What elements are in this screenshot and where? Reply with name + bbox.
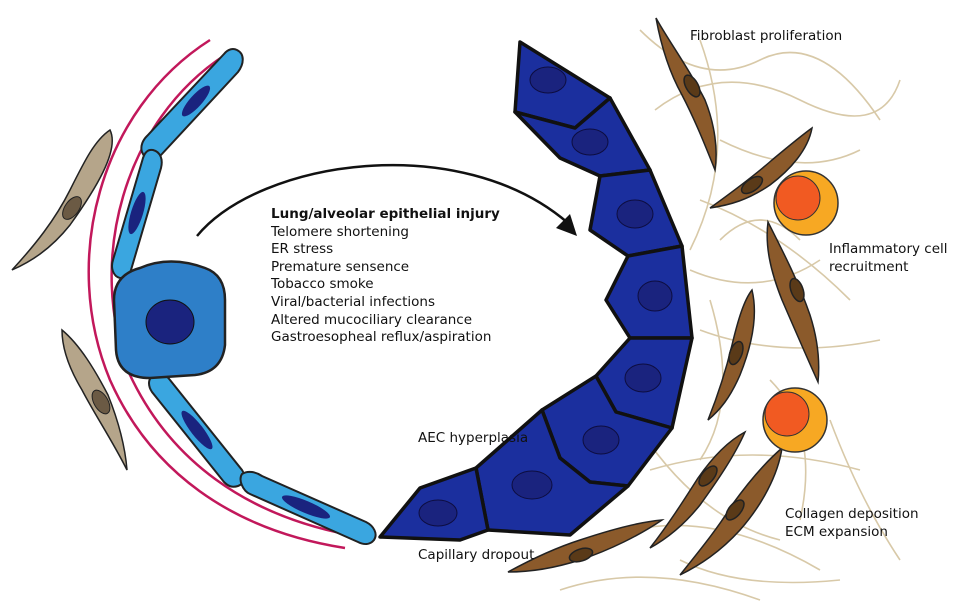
injury-item: Premature sensence — [271, 259, 500, 277]
inflammatory-label-line2: recruitment — [829, 259, 948, 277]
inflammatory-cell-2 — [763, 388, 827, 452]
injury-factor-list: Lung/alveolar epithelial injury Telomere… — [271, 206, 500, 347]
injury-item: Tobacco smoke — [271, 276, 500, 294]
hyperplastic-cell-3 — [590, 170, 682, 256]
hyperplastic-cell-4 — [606, 246, 692, 338]
collagen-ecm-label: Collagen deposition ECM expansion — [785, 506, 919, 541]
fibroblast-proliferation-label: Fibroblast proliferation — [690, 28, 842, 46]
injury-item: ER stress — [271, 241, 500, 259]
type2-aec-cell — [114, 262, 225, 379]
injury-item: Altered mucociliary clearance — [271, 312, 500, 330]
injury-list-heading: Lung/alveolar epithelial injury — [271, 206, 500, 224]
type1-cell-top — [141, 49, 242, 159]
type1-cell-bottom — [241, 472, 376, 544]
inflammatory-cell-1 — [774, 171, 838, 235]
inflammatory-label-line1: Inflammatory cell — [829, 241, 948, 259]
hyperplastic-cell-8 — [380, 468, 488, 540]
capillary-dropout-label: Capillary dropout — [418, 547, 534, 565]
aec-hyperplasia-label: AEC hyperplasia — [418, 430, 528, 448]
collagen-label-line1: Collagen deposition — [785, 506, 919, 524]
collagen-label-line2: ECM expansion — [785, 524, 919, 542]
injury-item: Gastroesopheal reflux/aspiration — [271, 329, 500, 347]
injury-item: Telomere shortening — [271, 224, 500, 242]
inflammatory-recruitment-label: Inflammatory cell recruitment — [829, 241, 948, 276]
injury-item: Viral/bacterial infections — [271, 294, 500, 312]
resting-fibroblasts — [12, 130, 127, 470]
